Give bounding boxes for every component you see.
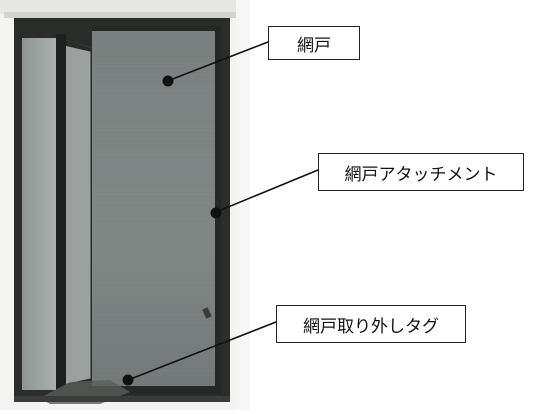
leader-line-attachment [215,169,319,213]
callout-dot-tag [122,374,134,386]
label-screen-removal-tag: 網戸取り外しタグ [276,305,466,343]
leader-line-tag [127,321,277,381]
callout-dot-attachment [210,207,222,219]
callout-dot-screen [162,75,174,87]
open-sash [66,40,92,384]
label-screen: 網戸 [268,26,360,60]
left-glass-pane [22,38,56,390]
label-screen-attachment: 網戸アタッチメント [318,153,524,191]
leader-line-screen [169,41,269,81]
